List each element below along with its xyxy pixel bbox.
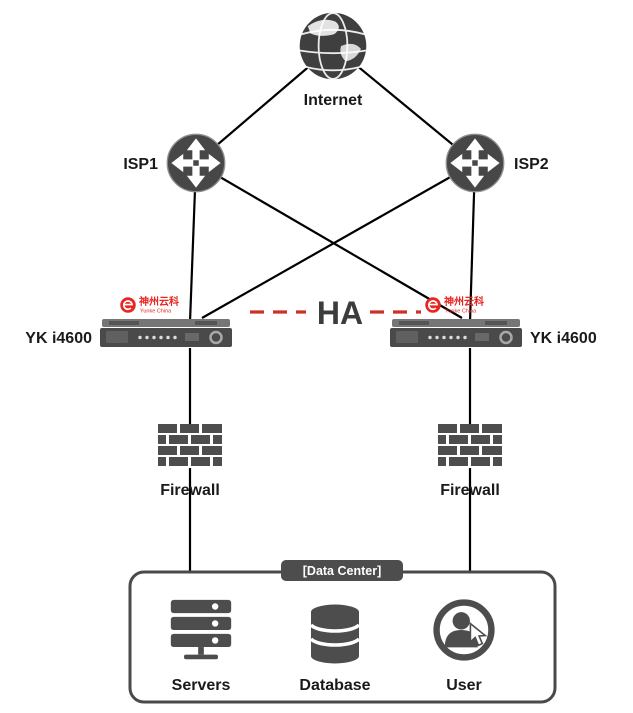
brand-sub: Yunke China — [140, 309, 172, 315]
internet-label: Internet — [304, 92, 363, 109]
servers-node: Servers — [170, 599, 232, 694]
device-left-label: YK i4600 — [25, 330, 92, 347]
link-isp2-device-left — [201, 162, 476, 319]
link-isp1-device-right — [195, 162, 463, 319]
datacenter-label: [Data Center] — [303, 564, 382, 578]
firewall-right-node: Firewall — [438, 424, 502, 499]
isp1-node: ISP1 — [123, 133, 226, 193]
brand-sub: Yunke China — [445, 309, 477, 315]
user-node: User — [437, 603, 492, 694]
device-right-label: YK i4600 — [530, 330, 597, 347]
ha-label: HA — [317, 295, 363, 331]
datacenter-badge — [281, 560, 403, 581]
brand-name: 神州云科 — [444, 295, 484, 308]
database-icon — [309, 602, 361, 664]
firewall-icon — [438, 424, 502, 466]
firewall-icon — [158, 424, 222, 466]
database-node: Database — [299, 602, 371, 694]
appliance-icon — [390, 318, 522, 348]
isp2-label: ISP2 — [514, 156, 549, 173]
user-icon — [437, 603, 492, 658]
isp2-node: ISP2 — [445, 133, 549, 193]
user-label: User — [446, 677, 482, 694]
appliance-icon — [100, 318, 232, 348]
brand-logo-left: 神州云科 Yunke China — [119, 295, 179, 315]
brand-logo-right: 神州云科 Yunke China — [424, 295, 484, 315]
router-icon — [445, 133, 505, 193]
device-right-node: 神州云科 Yunke China YK i4600 — [390, 295, 597, 348]
database-label: Database — [299, 677, 370, 694]
yunke-swirl-icon — [424, 296, 442, 314]
firewall-left-node: Firewall — [158, 424, 222, 499]
device-left-node: 神州云科 Yunke China YK i4600 — [25, 295, 232, 348]
servers-label: Servers — [172, 677, 231, 694]
router-icon — [166, 133, 226, 193]
globe-icon — [298, 11, 368, 81]
isp1-label: ISP1 — [123, 156, 158, 173]
internet-node: Internet — [298, 11, 368, 109]
firewall-left-label: Firewall — [160, 482, 220, 499]
firewall-right-label: Firewall — [440, 482, 500, 499]
datacenter-group: [Data Center] Servers Database User — [128, 560, 557, 704]
yunke-swirl-icon — [119, 296, 137, 314]
brand-name: 神州云科 — [139, 295, 179, 308]
